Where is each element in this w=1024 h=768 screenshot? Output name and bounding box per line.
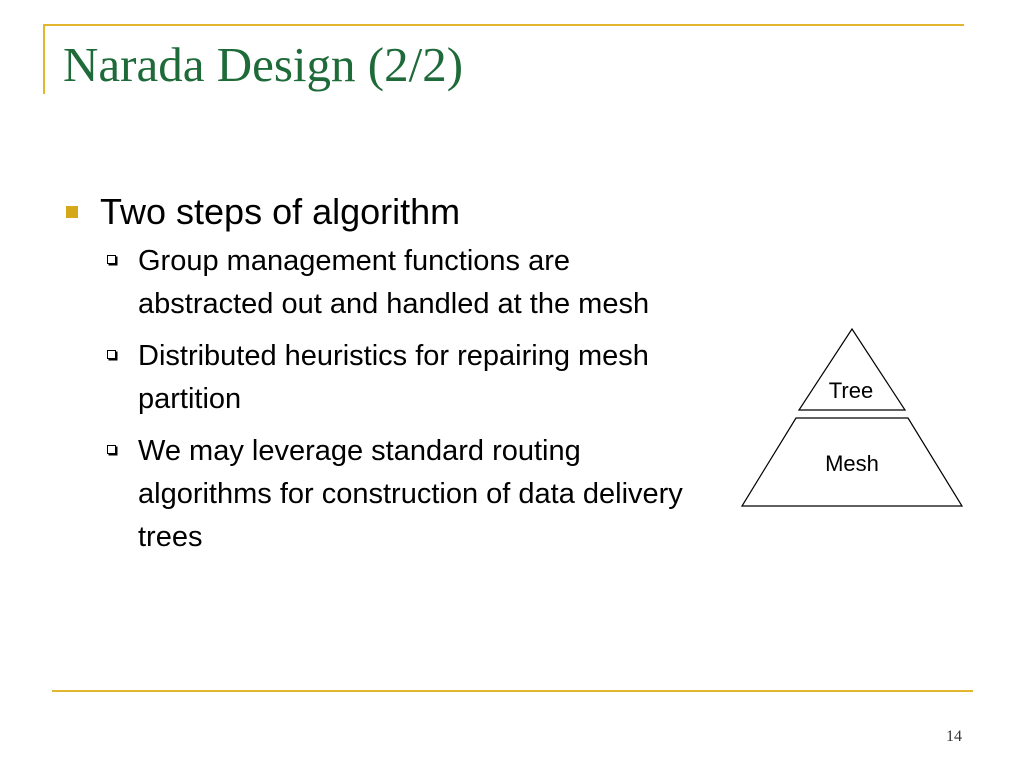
square-bullet-icon	[66, 206, 78, 218]
slide-title: Narada Design (2/2)	[63, 37, 464, 92]
mesh-trapezoid	[740, 417, 964, 507]
sub-bullet-text: Distributed heuristics for repairing mes…	[138, 340, 649, 415]
sub-bullet: Distributed heuristics for repairing mes…	[62, 335, 698, 421]
hollow-square-bullet-icon	[107, 255, 116, 264]
bullet-text: Two steps of algorithm	[100, 191, 461, 232]
mesh-label: Mesh	[825, 451, 879, 476]
slide-body: Two steps of algorithm Group management …	[62, 190, 712, 568]
hollow-square-bullet-icon	[107, 350, 116, 359]
sub-bullet-text: Group management functions are abstracte…	[138, 245, 650, 320]
sub-bullet-text: We may leverage standard routing algorit…	[138, 435, 683, 553]
tree-label: Tree	[829, 378, 873, 403]
sub-bullet: Group management functions are abstracte…	[62, 240, 698, 326]
left-rule	[43, 24, 45, 94]
hollow-square-bullet-icon	[107, 445, 116, 454]
sub-bullet: We may leverage standard routing algorit…	[62, 430, 698, 559]
bottom-rule	[52, 690, 973, 692]
tree-triangle	[797, 327, 907, 411]
page-number: 14	[946, 728, 962, 745]
tree-mesh-pyramid-diagram: Tree Mesh	[740, 327, 964, 507]
bullet-level1: Two steps of algorithm	[62, 190, 712, 234]
top-rule	[43, 24, 964, 26]
